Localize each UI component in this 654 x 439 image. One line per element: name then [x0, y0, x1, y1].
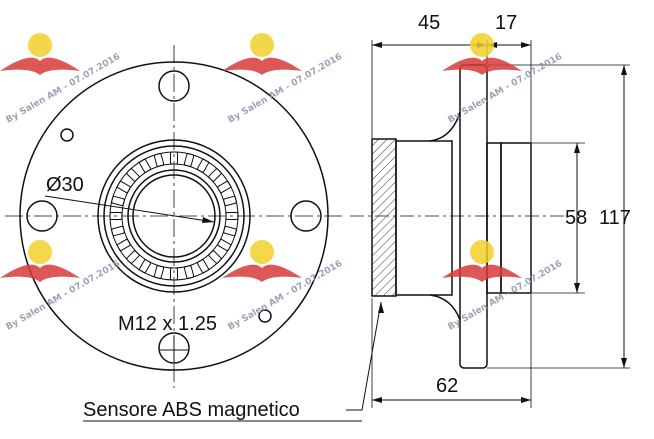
- flange-outline: [19, 61, 329, 371]
- bearing-roller: [197, 158, 209, 173]
- bearing-roller: [153, 153, 165, 167]
- bearing-roller: [225, 212, 239, 220]
- bearing-roller: [208, 250, 222, 264]
- watermark-logo-badge: [250, 240, 274, 264]
- watermark-stamp: By Salen AM - 07.07.2016: [0, 240, 122, 333]
- bearing-inner-ring: [127, 169, 221, 263]
- dim-117-label: 117: [599, 207, 631, 229]
- bolt-hole-top: [158, 70, 190, 102]
- bore-diameter-label: Ø30: [46, 174, 84, 196]
- bearing-roller: [183, 153, 195, 167]
- bearing-outer-ring-inner: [103, 145, 245, 287]
- bearing-roller: [223, 195, 237, 207]
- watermark-logo-wings: [222, 264, 302, 282]
- abs-sensor-ring: [371, 138, 397, 297]
- watermark-logo-badge: [250, 33, 274, 57]
- bearing-rollers: [109, 151, 239, 281]
- bearing-roller: [139, 259, 151, 274]
- bearing-roller: [197, 259, 209, 274]
- thread-size-label: M12 x 1.25: [118, 313, 217, 335]
- abs-sensor-label: Sensore ABS magnetico: [83, 399, 300, 421]
- bearing-roller: [111, 225, 125, 237]
- bearing-roller: [116, 239, 131, 251]
- bolt-hole-left: [26, 200, 58, 232]
- bearing-roller: [126, 168, 140, 182]
- bearing-roller: [170, 267, 178, 281]
- pilot-hole-upper-left: [60, 128, 74, 142]
- bore: [132, 174, 216, 258]
- hub-body: [395, 140, 453, 296]
- watermark-logo-wings: [222, 57, 302, 75]
- dim-58-label: 58: [565, 207, 587, 229]
- dim-62-label: 62: [436, 375, 458, 397]
- bearing-roller: [223, 225, 237, 237]
- bearing-roller: [139, 158, 151, 173]
- watermark-logo-wings: [0, 264, 80, 282]
- watermark-logo-badge: [28, 33, 52, 57]
- bore-diameter-leader: [44, 195, 215, 223]
- front-view: [5, 45, 345, 388]
- bolt-hole-bottom: [158, 332, 190, 364]
- watermark-stamp: By Salen AM - 07.07.2016: [222, 33, 344, 126]
- bearing-roller: [109, 212, 123, 220]
- bearing-roller: [217, 181, 232, 193]
- bearing-roller: [217, 239, 232, 251]
- flange-fillet-top: [429, 111, 461, 142]
- bearing-roller: [153, 265, 165, 279]
- abs-callout-leader: [346, 301, 382, 411]
- bearing-roller: [116, 181, 131, 193]
- watermark-logo-wings: [442, 264, 522, 282]
- flange-fillet-bottom: [429, 294, 461, 321]
- bearing-roller: [170, 151, 178, 165]
- watermark-logo-wings: [442, 57, 522, 75]
- bearing-roller: [126, 250, 140, 264]
- bearing-outer-ring-outer: [97, 139, 251, 293]
- dim-45-label: 45: [418, 12, 440, 34]
- watermark-logo-badge: [470, 240, 494, 264]
- watermark-layer: By Salen AM - 07.07.2016 By Salen AM - 07…: [0, 33, 564, 333]
- watermark-logo-wings: [0, 57, 80, 75]
- bearing-roller: [111, 195, 125, 207]
- bolt-hole-right: [290, 200, 322, 232]
- watermark-logo-badge: [470, 33, 494, 57]
- watermark-logo-badge: [28, 240, 52, 264]
- bearing-roller: [183, 265, 195, 279]
- dim-17-label: 17: [495, 12, 517, 34]
- pilot-hole-lower-right: [258, 309, 272, 323]
- bearing-roller: [208, 168, 222, 182]
- pilot-step-2: [500, 142, 532, 294]
